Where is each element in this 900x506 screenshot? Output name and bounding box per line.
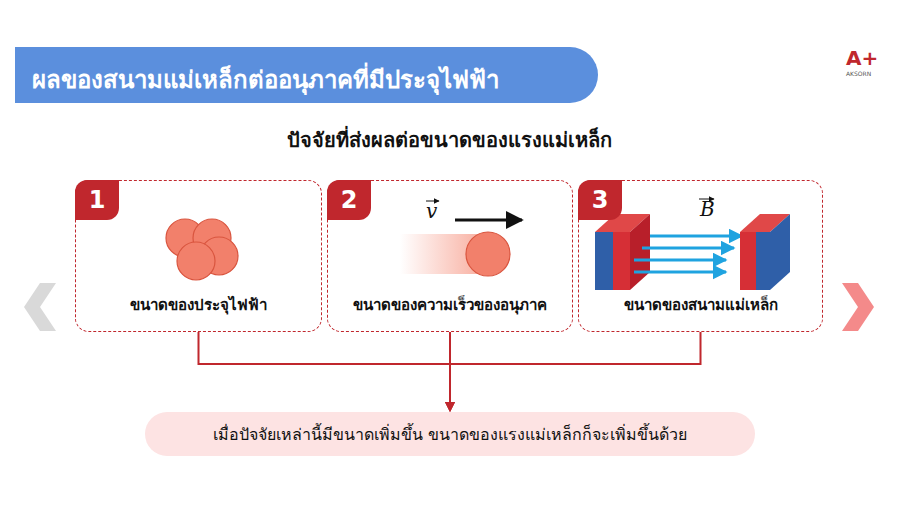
factor-box: ขนาดของความเร็วของอนุภาค 2 bbox=[327, 180, 573, 332]
logo-mark: A+ bbox=[846, 46, 878, 70]
subtitle: ปัจจัยที่ส่งผลต่อขนาดของแรงแม่เหล็ก bbox=[287, 124, 612, 156]
vector-symbol: v bbox=[426, 199, 437, 223]
particle bbox=[466, 232, 510, 276]
prev-chevron bbox=[24, 283, 56, 331]
number-badge: 1 bbox=[75, 180, 119, 220]
factor-box: ขนาดของสนามแม่เหล็ก 3 bbox=[578, 180, 823, 332]
callout-number: 2 bbox=[341, 186, 358, 214]
connector bbox=[199, 332, 451, 411]
field-lines bbox=[634, 236, 742, 272]
number-badge: 3 bbox=[578, 180, 622, 220]
velocity-arrow bbox=[455, 219, 522, 222]
node-text: ขนาดของประจุไฟฟ้า bbox=[76, 293, 321, 317]
logo-text: AKSORN bbox=[846, 70, 871, 77]
charge-cluster bbox=[166, 219, 238, 280]
title: ผลของสนามแม่เหล็กต่ออนุภาคที่มีประจุไฟฟ้… bbox=[32, 60, 499, 99]
callout-number: 3 bbox=[592, 186, 609, 214]
node-text: ขนาดของความเร็วของอนุภาค bbox=[328, 293, 572, 317]
connector bbox=[450, 332, 701, 411]
number-badge: 2 bbox=[327, 180, 371, 220]
node-text: ขนาดของสนามแม่เหล็ก bbox=[579, 293, 822, 317]
node-text: เมื่อปัจจัยเหล่านี้มีขนาดเพิ่มขึ้น ขนาดข… bbox=[213, 422, 687, 447]
callout-number: 1 bbox=[89, 186, 106, 214]
magnet-right bbox=[740, 214, 790, 290]
magnet-left bbox=[595, 214, 650, 290]
factor-box: ขนาดของประจุไฟฟ้า 1 bbox=[75, 180, 322, 332]
result-box: เมื่อปัจจัยเหล่านี้มีขนาดเพิ่มขึ้น ขนาดข… bbox=[145, 412, 755, 456]
next-chevron bbox=[842, 283, 874, 331]
vector-symbol: B bbox=[700, 197, 715, 221]
title-band bbox=[15, 47, 598, 103]
